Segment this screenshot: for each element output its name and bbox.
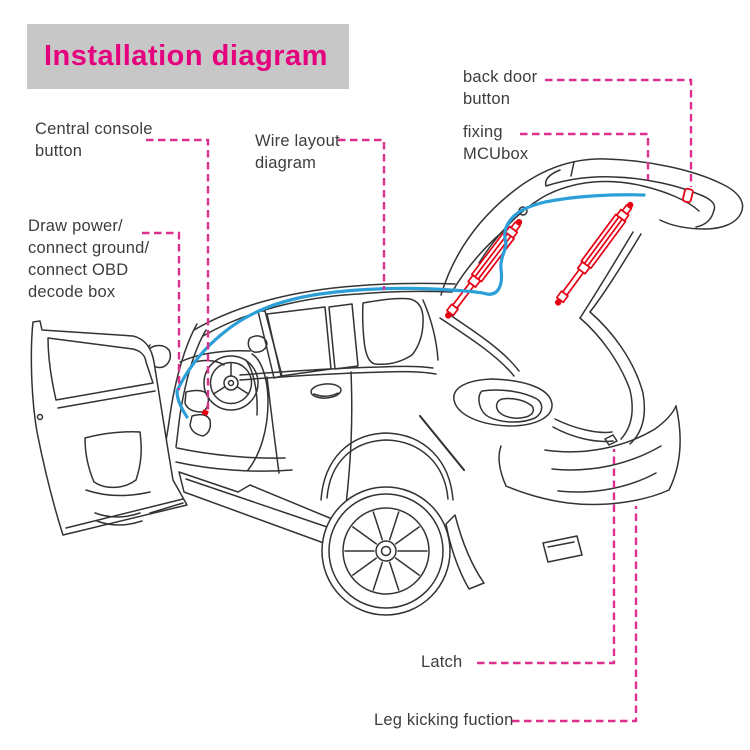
leader-central-console <box>146 138 210 411</box>
exhaust-tip <box>542 535 583 563</box>
car-body <box>127 231 681 590</box>
label-line: diagram <box>255 154 317 172</box>
leader-latch <box>477 449 616 665</box>
label-central-console-button: Central console button <box>35 118 153 162</box>
leader-back-door <box>545 78 693 187</box>
strut-left <box>445 219 523 319</box>
roof-line <box>193 282 456 331</box>
label-line: Draw power/ <box>28 217 123 235</box>
label-line: button <box>463 90 511 108</box>
page-title: Installation diagram <box>44 40 328 72</box>
rear-bumper <box>498 405 681 506</box>
label-line: fixing <box>463 123 503 141</box>
label-line: connect ground/ <box>28 239 150 257</box>
leader-wire-layout <box>338 138 386 290</box>
label-draw-power-obd: Draw power/ connect ground/ connect OBD … <box>28 215 149 303</box>
rocker-sill <box>178 471 338 547</box>
tail-light <box>453 378 553 427</box>
label-line: decode box <box>28 283 116 301</box>
label-line: MCUbox <box>463 145 529 163</box>
label-back-door-button: back door button <box>463 66 537 110</box>
label-leg-kicking-function: Leg kicking fuction <box>374 709 514 731</box>
door-handle <box>310 383 342 399</box>
label-wire-layout-diagram: Wire layout diagram <box>255 130 340 174</box>
wiring-harness <box>175 193 646 419</box>
seat-headrest <box>247 335 268 353</box>
label-line: back door <box>463 68 538 86</box>
label-line: Leg kicking fuction <box>374 711 514 729</box>
rear-wheel <box>321 486 451 616</box>
central-console-button-mark <box>201 409 209 416</box>
trunk-sill <box>552 426 614 443</box>
label-line: button <box>35 142 83 160</box>
driver-door-open <box>30 320 188 536</box>
steering-wheel <box>203 355 259 411</box>
leader-lines <box>142 78 693 723</box>
label-line: connect OBD <box>28 261 129 279</box>
car-interior <box>175 335 293 472</box>
label-line: Central console <box>35 120 153 138</box>
strut-right <box>554 201 634 306</box>
label-fixing-mcubox: fixing MCUbox <box>463 121 528 165</box>
mud-flap <box>445 514 485 590</box>
latch-notch <box>604 434 618 446</box>
leader-leg-kicking <box>512 506 638 723</box>
label-line: Latch <box>421 653 463 671</box>
label-line: Wire layout <box>255 132 340 150</box>
back-door-button-mark <box>682 187 694 204</box>
door-pocket <box>84 431 142 489</box>
label-latch: Latch <box>421 651 462 673</box>
leader-draw-power <box>142 231 181 390</box>
title-banner: Installation diagram <box>27 24 349 89</box>
leader-fixing-mcubox <box>520 132 650 180</box>
